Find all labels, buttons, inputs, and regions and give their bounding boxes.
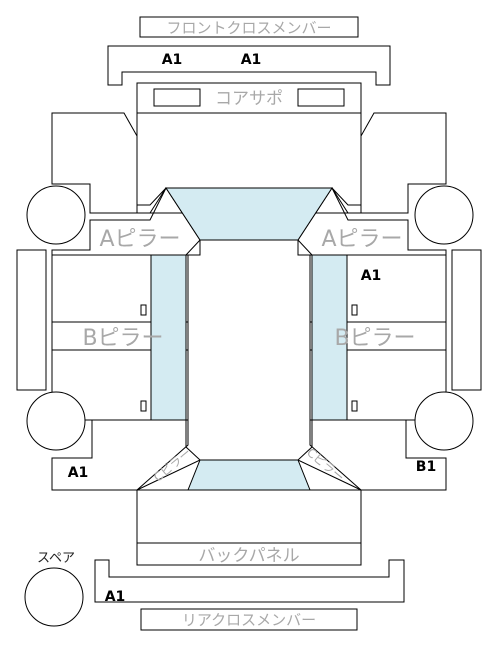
damage-mark-right-rear: B1 [416, 459, 436, 475]
c-pillar-left-label: Cピラー [151, 445, 194, 484]
rocker-left[interactable] [16, 249, 47, 391]
c-pillar-right-label: Cピラー [304, 445, 347, 484]
front-cross-member[interactable] [107, 45, 391, 86]
spare-tire[interactable] [24, 567, 84, 627]
door-mark-rear-left [140, 400, 147, 412]
a-pillar-right[interactable] [297, 186, 447, 256]
windshield[interactable] [165, 187, 333, 241]
quarter-rear-left[interactable] [51, 419, 189, 491]
window-left[interactable] [150, 254, 187, 421]
b-pillar-left[interactable] [51, 321, 189, 351]
damage-mark-rear-member: A1 [105, 589, 126, 605]
door-mark-rear-right [351, 400, 358, 412]
door-mark-front-left [140, 304, 147, 316]
damage-mark-front-member-2: A1 [241, 52, 262, 68]
a-pillar-left-label: Aピラー [99, 227, 180, 252]
b-pillar-left-label: Bピラー [82, 326, 163, 351]
quarter-rear-right[interactable] [309, 419, 447, 491]
rear-cross-member-box [140, 608, 358, 631]
door-mark-front-right [351, 304, 358, 316]
window-right[interactable] [311, 254, 348, 421]
rear-window[interactable] [187, 459, 311, 491]
wheel-rear-right[interactable] [414, 391, 474, 451]
back-panel[interactable] [136, 542, 362, 566]
wheel-front-left[interactable] [26, 185, 86, 245]
b-pillar-right-label: Bピラー [334, 326, 415, 351]
rocker-right[interactable] [451, 249, 482, 391]
rear-cross-member[interactable] [94, 559, 405, 603]
core-support-label: コアサポ [215, 89, 283, 109]
front-cross-member-label: フロントクロスメンバー [166, 19, 331, 37]
roof[interactable] [185, 239, 313, 461]
damage-mark-right-side: A1 [361, 268, 382, 284]
wheel-rear-left[interactable] [26, 391, 86, 451]
damage-mark-left-rear: A1 [68, 465, 89, 481]
a-pillar-left[interactable] [51, 186, 201, 256]
spare-label: スペア [37, 551, 75, 566]
rear-cross-member-label: リアクロスメンバー [182, 611, 316, 629]
wheel-front-right[interactable] [414, 185, 474, 245]
a-pillar-right-label: Aピラー [321, 227, 402, 252]
core-support-right-opening [297, 88, 345, 107]
back-panel-label: バックパネル [198, 546, 299, 566]
b-pillar-right[interactable] [309, 321, 447, 351]
front-cross-member-box [139, 16, 359, 38]
damage-mark-front-member-1: A1 [162, 52, 183, 68]
core-support-left-opening [153, 88, 201, 107]
